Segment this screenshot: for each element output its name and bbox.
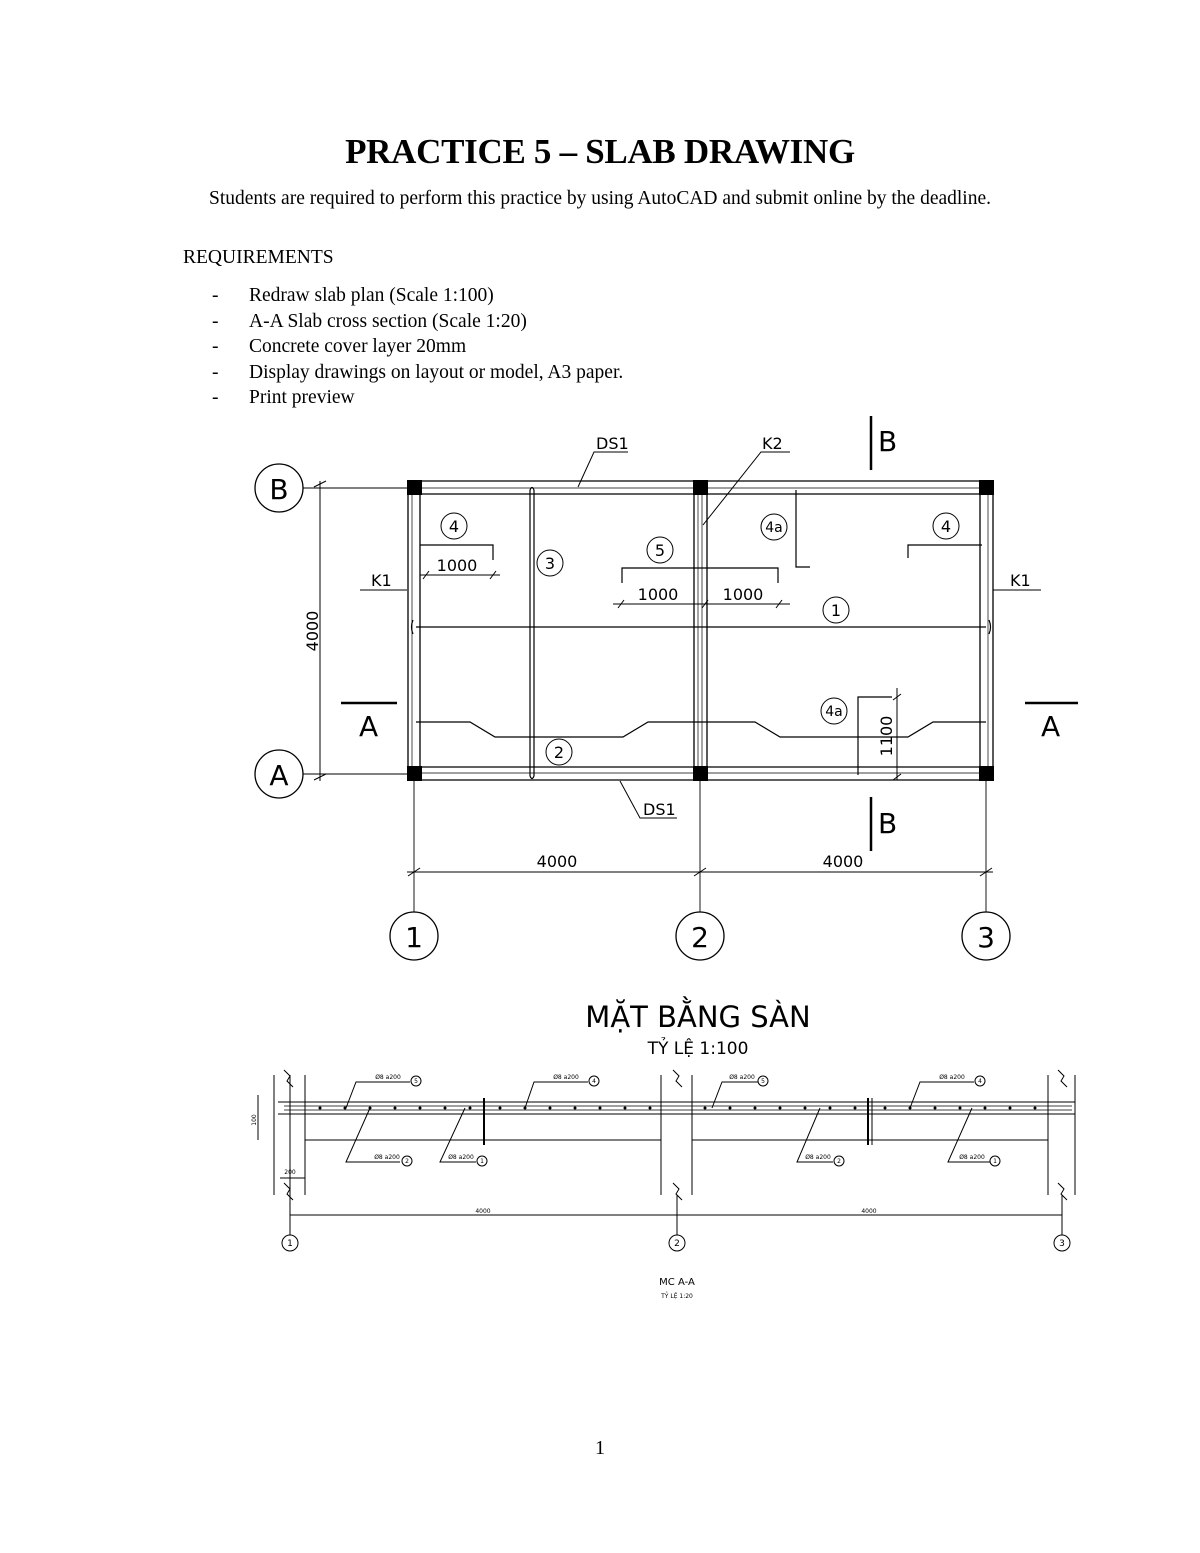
grid-label-3: 3 xyxy=(977,921,995,954)
requirement-text: Concrete cover layer 20mm xyxy=(249,336,467,357)
dim-span-left: 4000 xyxy=(537,852,578,871)
dim-span-right: 4000 xyxy=(823,852,864,871)
section-grid-1: 1 xyxy=(287,1239,293,1249)
requirement-item: - Concrete cover layer 20mm xyxy=(212,334,623,360)
intro-paragraph: Students are required to perform this pr… xyxy=(209,188,991,209)
requirement-text: Display drawings on layout or model, A3 … xyxy=(249,361,624,383)
list-marker: - xyxy=(212,361,219,383)
section-columns xyxy=(283,1069,1076,1201)
section-bar-mark: 2 xyxy=(405,1158,409,1165)
beam-label-k1-left: K1 xyxy=(371,571,392,590)
section-dim-span-left: 4000 xyxy=(475,1208,490,1215)
bar-mark-4-right: 4 xyxy=(941,517,951,536)
rebar-label: Ø8 a200 xyxy=(959,1154,985,1161)
beam-label-ds1-bottom: DS1 xyxy=(643,800,676,819)
slab-plan xyxy=(254,416,1078,961)
section-label-b-bottom: B xyxy=(878,807,897,840)
rebar-label: Ø8 a200 xyxy=(805,1154,831,1161)
rebar-label: Ø8 a200 xyxy=(448,1154,474,1161)
rebar-lines xyxy=(410,486,992,780)
requirements-heading: REQUIREMENTS xyxy=(183,247,334,268)
bar-mark-2: 2 xyxy=(554,743,564,762)
section-bar-mark: 4 xyxy=(592,1078,596,1085)
section-dim-slab: 100 xyxy=(251,1114,258,1126)
list-marker: - xyxy=(212,387,219,408)
requirement-item: - A-A Slab cross section (Scale 1:20) xyxy=(212,309,623,335)
dim-1100: 1100 xyxy=(877,716,896,757)
section-label-b-top: B xyxy=(878,425,897,458)
section-label-a-left: A xyxy=(359,710,378,743)
page-number: 1 xyxy=(595,1437,605,1459)
beam-label-ds1-top: DS1 xyxy=(596,434,629,453)
section-title: MC A-A xyxy=(659,1277,695,1288)
rebar-label: Ø8 a200 xyxy=(553,1074,579,1081)
bar-mark-5: 5 xyxy=(655,541,665,560)
requirement-item: - Print preview xyxy=(212,385,623,411)
dimension-lines xyxy=(313,480,993,877)
dim-1000-c: 1000 xyxy=(723,585,764,604)
requirement-item: - Redraw slab plan (Scale 1:100) xyxy=(212,283,623,309)
beam-label-k2: K2 xyxy=(762,434,783,453)
rebar-label: Ø8 a200 xyxy=(374,1154,400,1161)
list-marker: - xyxy=(212,310,219,332)
section-scale: TỶ LỆ 1:20 xyxy=(660,1292,693,1300)
requirement-item: - Display drawings on layout or model, A3… xyxy=(212,360,623,386)
requirement-text: Redraw slab plan (Scale 1:100) xyxy=(249,285,494,306)
bar-mark-4a-top: 4a xyxy=(765,520,783,536)
grid-label-2: 2 xyxy=(691,921,709,954)
dim-1000-b: 1000 xyxy=(638,585,679,604)
section-leaders xyxy=(345,1081,990,1163)
leader-lines xyxy=(360,451,1041,819)
dim-height: 4000 xyxy=(303,611,322,652)
section-labels: Ø8 a200 Ø8 a200 Ø8 a200 Ø8 a200 Ø8 a200 … xyxy=(251,1074,1065,1300)
section-dim-span-right: 4000 xyxy=(861,1208,876,1215)
beam-lines xyxy=(407,480,994,781)
plan-title: MẶT BẰNG SÀN xyxy=(585,997,810,1034)
section-slab xyxy=(278,1098,1075,1145)
requirement-text: Print preview xyxy=(249,387,355,408)
grid-label-b: B xyxy=(269,473,288,506)
section-bar-mark: 5 xyxy=(761,1078,765,1085)
list-marker: - xyxy=(212,336,219,357)
plan-labels: B A 1 2 3 DS1 DS1 K2 K1 K1 A A B B 4000 … xyxy=(269,425,1060,1059)
section-a-a xyxy=(257,1069,1076,1252)
bar-mark-3: 3 xyxy=(545,554,555,573)
bar-mark-4a-bottom: 4a xyxy=(825,704,843,720)
columns xyxy=(407,480,994,781)
section-dim-col: 200 xyxy=(284,1169,296,1176)
bar-mark-1: 1 xyxy=(831,601,841,620)
section-bar-mark: 2 xyxy=(837,1158,841,1165)
section-bar-mark: 4 xyxy=(978,1078,982,1085)
section-marks xyxy=(341,416,1078,851)
list-marker: - xyxy=(212,285,219,306)
section-label-a-right: A xyxy=(1041,710,1060,743)
page-title: PRACTICE 5 – SLAB DRAWING xyxy=(345,132,855,171)
section-dimensions xyxy=(257,1075,1063,1235)
plan-scale: TỶ LỆ 1:100 xyxy=(647,1036,749,1059)
rebar-label: Ø8 a200 xyxy=(375,1074,401,1081)
section-grid-2: 2 xyxy=(674,1239,680,1249)
rebar-label: Ø8 a200 xyxy=(729,1074,755,1081)
dim-1000-a: 1000 xyxy=(437,556,478,575)
beam-label-k1-right: K1 xyxy=(1010,571,1031,590)
rebar-label: Ø8 a200 xyxy=(939,1074,965,1081)
grid-label-1: 1 xyxy=(405,921,423,954)
bar-mark-4-left: 4 xyxy=(449,517,459,536)
section-bar-mark: 1 xyxy=(993,1158,997,1165)
section-bar-mark: 5 xyxy=(414,1078,418,1085)
grid-label-a: A xyxy=(269,759,288,792)
section-bar-mark: 1 xyxy=(480,1158,484,1165)
requirement-text: A-A Slab cross section (Scale 1:20) xyxy=(249,310,527,332)
rebar-dots xyxy=(318,1106,1037,1110)
requirements-list: - Redraw slab plan (Scale 1:100) - A-A Sla… xyxy=(212,283,623,411)
section-grid-3: 3 xyxy=(1059,1239,1065,1249)
